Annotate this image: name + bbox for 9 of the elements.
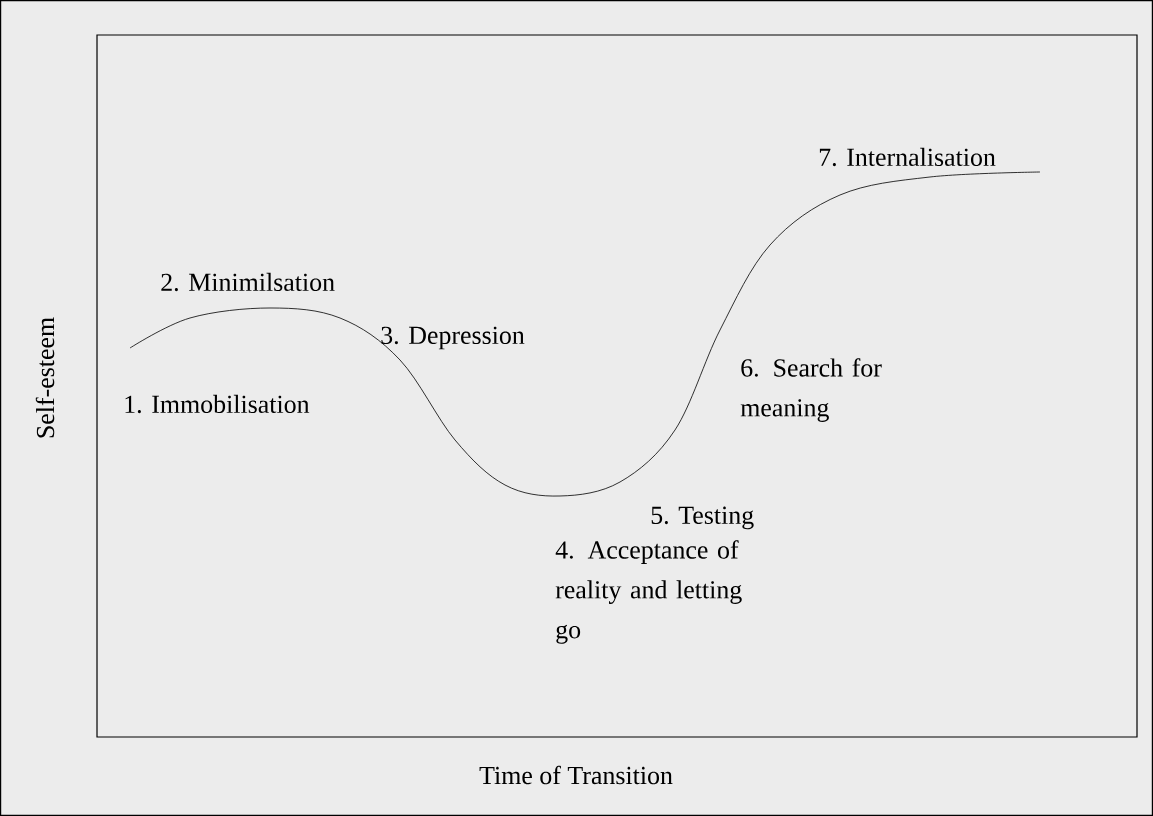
- axis-label: Self-esteem: [35, 317, 55, 438]
- stage-label: 2. Minimilsation: [161, 272, 335, 292]
- axis-label: Time of Transition: [479, 765, 673, 785]
- stage-label: 7. Internalisation: [819, 147, 996, 167]
- stage-label: 1. Immobilisation: [125, 394, 310, 414]
- stage-label: 6. Search for meaning: [740, 358, 882, 422]
- stage-label: 5. Testing: [651, 506, 754, 530]
- stage-label: 4. Acceptance of reality and letting go: [555, 540, 742, 644]
- stage-label: 3. Depression: [381, 326, 525, 350]
